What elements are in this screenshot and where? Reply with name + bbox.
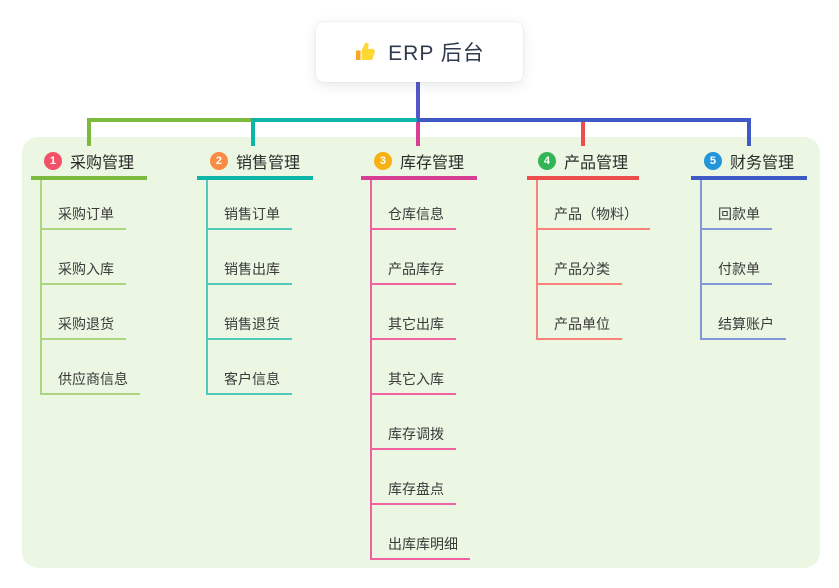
child-label[interactable]: 产品库存 (372, 259, 456, 285)
child-label[interactable]: 采购入库 (42, 259, 126, 285)
child-label[interactable]: 采购订单 (42, 204, 126, 230)
child-label[interactable]: 出库库明细 (372, 534, 470, 560)
child-node: 销售订单 (208, 180, 292, 230)
branch-header-product[interactable]: 4 产品管理 (527, 146, 639, 180)
child-label[interactable]: 产品（物料） (538, 204, 650, 230)
connector-root-drop (416, 82, 420, 118)
child-label[interactable]: 其它入库 (372, 369, 456, 395)
branch-header-sales[interactable]: 2 销售管理 (197, 146, 313, 180)
branch-header-purchase[interactable]: 1 采购管理 (31, 146, 147, 180)
child-node: 出库库明细 (372, 505, 470, 560)
branch-label: 财务管理 (729, 155, 794, 172)
branch-children-purchase: 采购订单采购入库采购退货供应商信息 (40, 180, 140, 395)
child-label[interactable]: 结算账户 (702, 314, 786, 340)
child-label[interactable]: 仓库信息 (372, 204, 456, 230)
child-label[interactable]: 销售订单 (208, 204, 292, 230)
branch-badge: 5 (703, 152, 722, 170)
child-node: 产品分类 (538, 230, 650, 285)
child-node: 产品单位 (538, 285, 650, 340)
child-node: 其它入库 (372, 340, 470, 395)
child-node: 销售退货 (208, 285, 292, 340)
thumbs-up-icon (354, 40, 378, 64)
branch-badge: 1 (43, 152, 62, 170)
child-node: 采购入库 (42, 230, 140, 285)
root-node[interactable]: ERP 后台 (316, 22, 523, 82)
child-node: 付款单 (702, 230, 786, 285)
child-node: 其它出库 (372, 285, 470, 340)
child-label[interactable]: 库存调拨 (372, 424, 456, 450)
child-node: 产品库存 (372, 230, 470, 285)
child-label[interactable]: 供应商信息 (42, 369, 140, 395)
child-label[interactable]: 客户信息 (208, 369, 292, 395)
child-node: 供应商信息 (42, 340, 140, 395)
child-node: 产品（物料） (538, 180, 650, 230)
branch-badge: 3 (373, 152, 392, 170)
child-label[interactable]: 采购退货 (42, 314, 126, 340)
child-node: 采购退货 (42, 285, 140, 340)
branch-header-inventory[interactable]: 3 库存管理 (361, 146, 477, 180)
child-node: 库存调拨 (372, 395, 470, 450)
branch-label: 库存管理 (399, 155, 464, 172)
branch-label: 销售管理 (235, 155, 300, 172)
child-label[interactable]: 销售退货 (208, 314, 292, 340)
branch-label: 产品管理 (563, 155, 628, 172)
child-label[interactable]: 销售出库 (208, 259, 292, 285)
child-label[interactable]: 付款单 (702, 259, 772, 285)
child-label[interactable]: 库存盘点 (372, 479, 456, 505)
child-node: 库存盘点 (372, 450, 470, 505)
branch-badge: 4 (537, 152, 556, 170)
branch-label: 采购管理 (69, 155, 134, 172)
connector-bus-finance (417, 118, 751, 122)
root-title: ERP 后台 (388, 42, 485, 65)
connector-bus-purchase (87, 118, 419, 122)
child-label[interactable]: 产品单位 (538, 314, 622, 340)
child-node: 销售出库 (208, 230, 292, 285)
branches-panel (22, 137, 820, 568)
child-label[interactable]: 产品分类 (538, 259, 622, 285)
child-node: 结算账户 (702, 285, 786, 340)
child-label[interactable]: 回款单 (702, 204, 772, 230)
branch-header-finance[interactable]: 5 财务管理 (691, 146, 807, 180)
child-label[interactable]: 其它出库 (372, 314, 456, 340)
child-node: 回款单 (702, 180, 786, 230)
branch-badge: 2 (209, 152, 228, 170)
child-node: 仓库信息 (372, 180, 470, 230)
connector-bus-sales (251, 118, 419, 122)
child-node: 采购订单 (42, 180, 140, 230)
child-node: 客户信息 (208, 340, 292, 395)
branch-children-sales: 销售订单销售出库销售退货客户信息 (206, 180, 292, 395)
